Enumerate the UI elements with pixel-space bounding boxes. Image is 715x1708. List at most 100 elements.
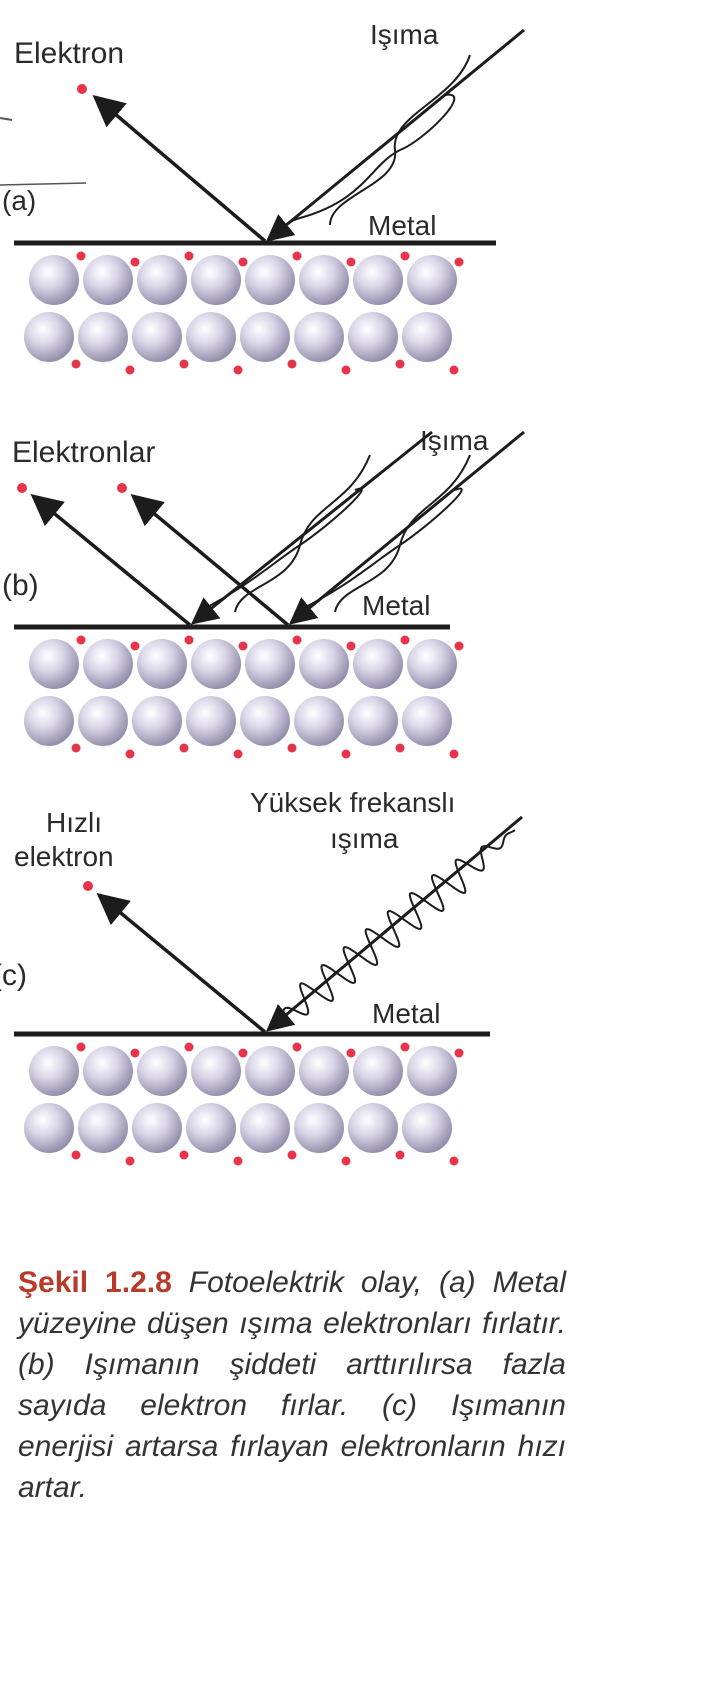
- free-electron: [346, 1048, 356, 1058]
- metal-atom: [294, 312, 344, 362]
- metal-atom: [353, 1046, 403, 1096]
- free-electron: [71, 743, 81, 753]
- metal-atom: [186, 312, 236, 362]
- free-electron: [346, 641, 356, 651]
- free-electron: [184, 1042, 194, 1052]
- metal-atom: [245, 639, 295, 689]
- free-electron: [184, 635, 194, 645]
- panel-label-a: (a): [2, 185, 36, 216]
- free-electron: [238, 641, 248, 651]
- free-electron: [76, 635, 86, 645]
- metal-atom: [299, 255, 349, 305]
- free-electron: [233, 749, 243, 759]
- free-electron: [341, 749, 351, 759]
- ejected-electron-a: [77, 84, 87, 94]
- radiation-label-c-line1: Yüksek frekanslı: [250, 787, 455, 818]
- free-electron: [76, 1042, 86, 1052]
- metal-label-a: Metal: [368, 210, 436, 241]
- metal-atom: [402, 696, 452, 746]
- metal-atom: [299, 639, 349, 689]
- metal-atom: [407, 1046, 457, 1096]
- electron-arrow-b2: [130, 493, 290, 627]
- radiation-wave-b2: [295, 487, 463, 613]
- free-electron: [233, 1156, 243, 1166]
- metal-atom: [294, 696, 344, 746]
- metal-atom: [186, 1103, 236, 1153]
- electron-label-a: Elektron: [14, 37, 124, 70]
- metal-atom: [29, 639, 79, 689]
- radiation-wave-a: [329, 54, 471, 226]
- figure-caption: Şekil 1.2.8 Fotoelektrik olay, (a) Metal…: [18, 1262, 566, 1508]
- free-electron: [238, 257, 248, 267]
- radiation-wave-b1: [197, 487, 363, 613]
- caption-body: Fotoelektrik olay, (a) Metal yüzeyine dü…: [18, 1266, 566, 1504]
- caption-title: Şekil 1.2.8: [18, 1266, 172, 1299]
- metal-atom: [240, 696, 290, 746]
- metal-atom: [240, 1103, 290, 1153]
- free-electron: [287, 359, 297, 369]
- metal-atom: [402, 1103, 452, 1153]
- metal-atom: [191, 255, 241, 305]
- free-electron: [400, 251, 410, 261]
- free-electron: [292, 635, 302, 645]
- scan-mark: [0, 182, 87, 186]
- metal-atom: [24, 696, 74, 746]
- panel-c: Hızlı elektron Yüksek frekanslı ışıma (c…: [0, 787, 523, 1166]
- metal-atom: [29, 255, 79, 305]
- metal-atom: [137, 1046, 187, 1096]
- free-electron: [130, 1048, 140, 1058]
- atom-lattice-b: [24, 635, 464, 759]
- free-electron: [125, 749, 135, 759]
- free-electron: [454, 1048, 464, 1058]
- metal-atom: [29, 1046, 79, 1096]
- free-electron: [179, 743, 189, 753]
- free-electron: [449, 365, 459, 375]
- free-electron: [292, 1042, 302, 1052]
- atom-lattice-c: [24, 1042, 464, 1166]
- metal-atom: [137, 255, 187, 305]
- free-electron: [238, 1048, 248, 1058]
- free-electron: [125, 1156, 135, 1166]
- free-electron: [292, 251, 302, 261]
- scan-mark: [0, 117, 13, 121]
- free-electron: [449, 1156, 459, 1166]
- metal-atom: [348, 1103, 398, 1153]
- free-electron: [130, 257, 140, 267]
- radiation-label-c-line2: ışıma: [330, 823, 399, 854]
- free-electron: [179, 1150, 189, 1160]
- atom-lattice-a: [24, 251, 464, 375]
- free-electron: [449, 749, 459, 759]
- ejected-electron-b1: [17, 483, 27, 493]
- metal-atom: [78, 312, 128, 362]
- electron-arrow-a: [92, 94, 267, 243]
- panel-label-c: (c): [0, 959, 27, 992]
- free-electron: [287, 743, 297, 753]
- radiation-label-a: Işıma: [370, 19, 439, 50]
- free-electron: [341, 365, 351, 375]
- radiation-wave-a: [271, 93, 456, 239]
- photoelectric-diagram: Elektron Işıma (a) Metal Elektronlar Işı…: [0, 19, 525, 1166]
- metal-atom: [407, 639, 457, 689]
- metal-atom: [353, 639, 403, 689]
- metal-atom: [191, 1046, 241, 1096]
- radiation-wave-c: [271, 829, 516, 1029]
- metal-atom: [191, 639, 241, 689]
- metal-atom: [78, 1103, 128, 1153]
- free-electron: [341, 1156, 351, 1166]
- metal-atom: [240, 312, 290, 362]
- panel-a: Elektron Işıma (a) Metal: [0, 19, 525, 375]
- metal-atom: [245, 255, 295, 305]
- free-electron: [395, 359, 405, 369]
- free-electron: [395, 1150, 405, 1160]
- metal-atom: [294, 1103, 344, 1153]
- radiation-wave-b1: [234, 454, 371, 613]
- metal-atom: [186, 696, 236, 746]
- ejected-electron-c: [83, 881, 93, 891]
- free-electron: [454, 641, 464, 651]
- free-electron: [125, 365, 135, 375]
- metal-atom: [83, 1046, 133, 1096]
- metal-atom: [132, 1103, 182, 1153]
- radiation-label-b: Işıma: [420, 425, 489, 456]
- electron-label-c-line1: Hızlı: [46, 807, 102, 838]
- metal-atom: [245, 1046, 295, 1096]
